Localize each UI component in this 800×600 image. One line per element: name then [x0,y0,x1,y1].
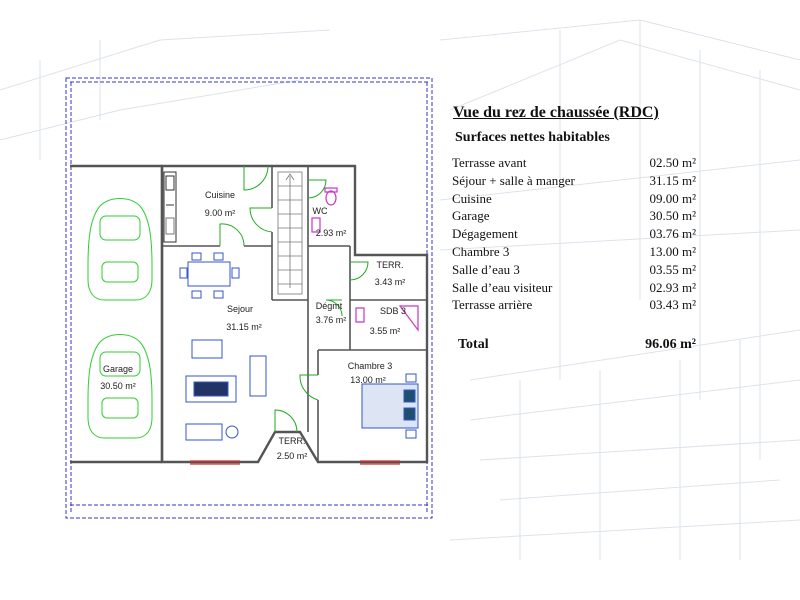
sheet-title: Vue du rez de chaussée (RDC) [453,104,659,121]
room-name-terr-back: TERR. [377,260,404,270]
surface-name: Terrasse avant [452,155,527,170]
room-name-sejour: Sejour [227,304,253,314]
surface-name: Séjour + salle à manger [452,172,575,188]
surface-area: 13.00 m² [649,243,696,259]
surfaces-panel: Vue du rez de chaussée (RDC) Surfaces ne… [450,104,710,353]
room-area-terr-front: 2.50 m² [277,451,308,461]
total-label: Total [458,337,489,353]
surface-area: 03.55 m² [649,261,696,277]
surface-name: Dégagement [452,226,518,242]
surface-area: 03.76 m² [649,226,696,242]
surface-row: Dégagement 03.76 m² [450,225,710,243]
surface-row: Garage 30.50 m² [450,207,710,225]
room-area-cuisine: 9.00 m² [205,208,236,218]
sanitary-fixtures [311,187,419,332]
room-area-chambre3: 13.00 m² [350,375,386,385]
surface-row: Terrasse arrière 03.43 m² [450,296,710,314]
site-boundary [65,77,433,519]
kitchen-counter [163,171,177,243]
surface-row: Salle d’eau 3 03.55 m² [450,261,710,279]
windows [190,460,400,465]
staircase [277,171,303,295]
surface-row: Terrasse avant 02.50 m² [450,154,710,172]
dining-table [179,252,240,299]
bed [361,373,419,439]
surface-name: Chambre 3 [452,243,510,259]
door-swings [219,165,369,433]
total-row: Total 96.06 m² [450,337,710,353]
room-name-degmt: Dégmt [316,301,343,311]
sheet-subtitle: Surfaces nettes habitables [455,130,610,145]
room-name-wc: WC [313,206,328,216]
surfaces-list: Terrasse avant 02.50 m² Séjour + salle à … [450,154,710,314]
room-area-degmt: 3.76 m² [316,315,347,325]
surface-name: Cuisine [452,190,492,206]
room-name-garage: Garage [103,364,133,374]
surface-name: Garage [452,208,490,224]
room-name-cuisine: Cuisine [205,190,235,200]
room-area-terr-back: 3.43 m² [375,277,406,287]
room-name-terr-front: TERR. [279,436,306,446]
room-area-garage: 30.50 m² [100,381,136,391]
surface-area: 02.50 m² [649,155,696,170]
surface-row: Séjour + salle à manger 31.15 m² [450,172,710,190]
surface-area: 09.00 m² [649,190,696,206]
surface-name: Salle d’eau 3 [452,261,520,277]
room-area-sdb3: 3.55 m² [370,326,401,336]
room-name-chambre3: Chambre 3 [348,361,393,371]
surface-area: 31.15 m² [649,172,696,188]
interior-walls [162,166,427,462]
total-value: 96.06 m² [645,337,696,353]
garage-cars [87,198,153,439]
lounge-furniture [185,339,267,441]
room-name-sdb3: SDB 3 [380,306,406,316]
surface-row: Cuisine 09.00 m² [450,190,710,208]
room-area-sejour: 31.15 m² [226,322,262,332]
surface-name: Terrasse arrière [452,297,533,313]
surface-area: 03.43 m² [649,297,696,313]
surface-name: Salle d’eau visiteur [452,279,553,295]
surface-area: 30.50 m² [649,208,696,224]
room-area-wc: 2.93 m² [316,228,347,238]
surface-row: Chambre 3 13.00 m² [450,243,710,261]
surface-area: 02.93 m² [649,279,696,295]
surface-row: Salle d’eau visiteur 02.93 m² [450,279,710,297]
